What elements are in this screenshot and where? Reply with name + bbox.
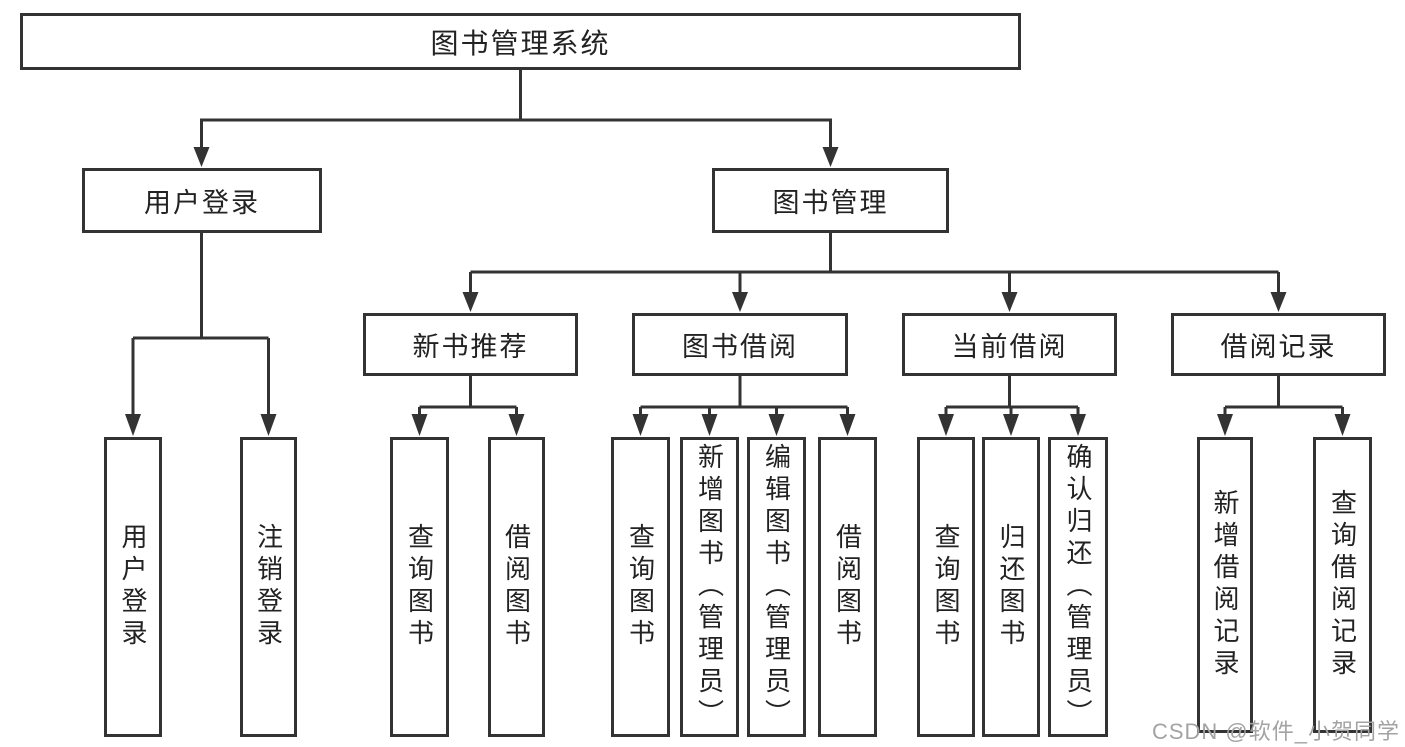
arrow-down-icon: [938, 414, 954, 436]
node-new-book-recommend: 新书推荐: [363, 313, 578, 376]
arrow-down-icon: [508, 414, 525, 436]
leaf-label: 新增图书（管理员）: [694, 443, 725, 731]
arrowhead-icons: [125, 147, 1351, 436]
csdn-watermark: CSDN @软件_小贺同学: [1151, 719, 1400, 744]
leaf-label: 借阅图书: [832, 523, 863, 651]
leaf-label: 编辑图书（管理员）: [761, 443, 792, 731]
leaf-add-books-admin: 新增图书（管理员）: [680, 437, 739, 737]
leaf-label: 注销登录: [253, 523, 284, 651]
arrow-down-icon: [632, 414, 649, 436]
leaf-label: 借阅图书: [501, 523, 532, 651]
arrow-down-icon: [732, 292, 748, 312]
leaf-label: 归还图书: [996, 523, 1026, 651]
leaf-query-books-recommend: 查询图书: [390, 437, 449, 737]
arrow-down-icon: [260, 414, 277, 436]
leaf-confirm-return-admin: 确认归还（管理员）: [1048, 437, 1108, 737]
node-user-login: 用户登录: [82, 168, 322, 233]
arrow-down-icon: [193, 147, 210, 167]
arrow-down-icon: [822, 147, 839, 167]
leaf-user-login: 用户登录: [104, 437, 162, 737]
leaf-query-books-borrow: 查询图书: [611, 437, 670, 737]
node-book-borrow: 图书借阅: [632, 313, 848, 376]
leaf-logout: 注销登录: [240, 437, 297, 737]
arrow-down-icon: [701, 414, 718, 436]
leaf-label: 查询借阅记录: [1327, 489, 1358, 681]
leaf-query-books-current: 查询图书: [917, 437, 975, 737]
tree-edges: [131, 68, 1344, 415]
node-root: 图书管理系统: [20, 13, 1021, 70]
arrow-down-icon: [1270, 292, 1287, 312]
arrow-down-icon: [1070, 414, 1086, 436]
arrow-down-icon: [1334, 414, 1351, 436]
leaf-edit-books-admin: 编辑图书（管理员）: [747, 437, 806, 737]
leaf-label: 查询图书: [404, 523, 435, 651]
leaf-borrow-books-recommend: 借阅图书: [488, 437, 545, 737]
arrow-down-icon: [1001, 292, 1018, 312]
leaf-query-borrow-record: 查询借阅记录: [1313, 437, 1372, 733]
node-book-management: 图书管理: [712, 168, 949, 233]
arrow-down-icon: [768, 414, 785, 436]
arrow-down-icon: [1217, 414, 1233, 436]
arrow-down-icon: [462, 292, 479, 312]
leaf-add-borrow-record: 新增借阅记录: [1197, 437, 1253, 733]
leaf-label: 查询图书: [931, 523, 961, 651]
leaf-label: 用户登录: [118, 523, 148, 651]
arrow-down-icon: [839, 414, 856, 436]
leaf-return-books: 归还图书: [982, 437, 1040, 737]
leaf-borrow-books: 借阅图书: [818, 437, 877, 737]
leaf-label: 确认归还（管理员）: [1063, 443, 1093, 731]
arrow-down-icon: [411, 414, 428, 436]
leaf-label: 新增借阅记录: [1210, 489, 1240, 681]
node-borrow-records: 借阅记录: [1171, 313, 1386, 376]
node-current-borrow: 当前借阅: [902, 313, 1117, 376]
arrow-down-icon: [1003, 414, 1019, 436]
leaf-label: 查询图书: [625, 523, 656, 651]
arrow-down-icon: [125, 414, 141, 436]
